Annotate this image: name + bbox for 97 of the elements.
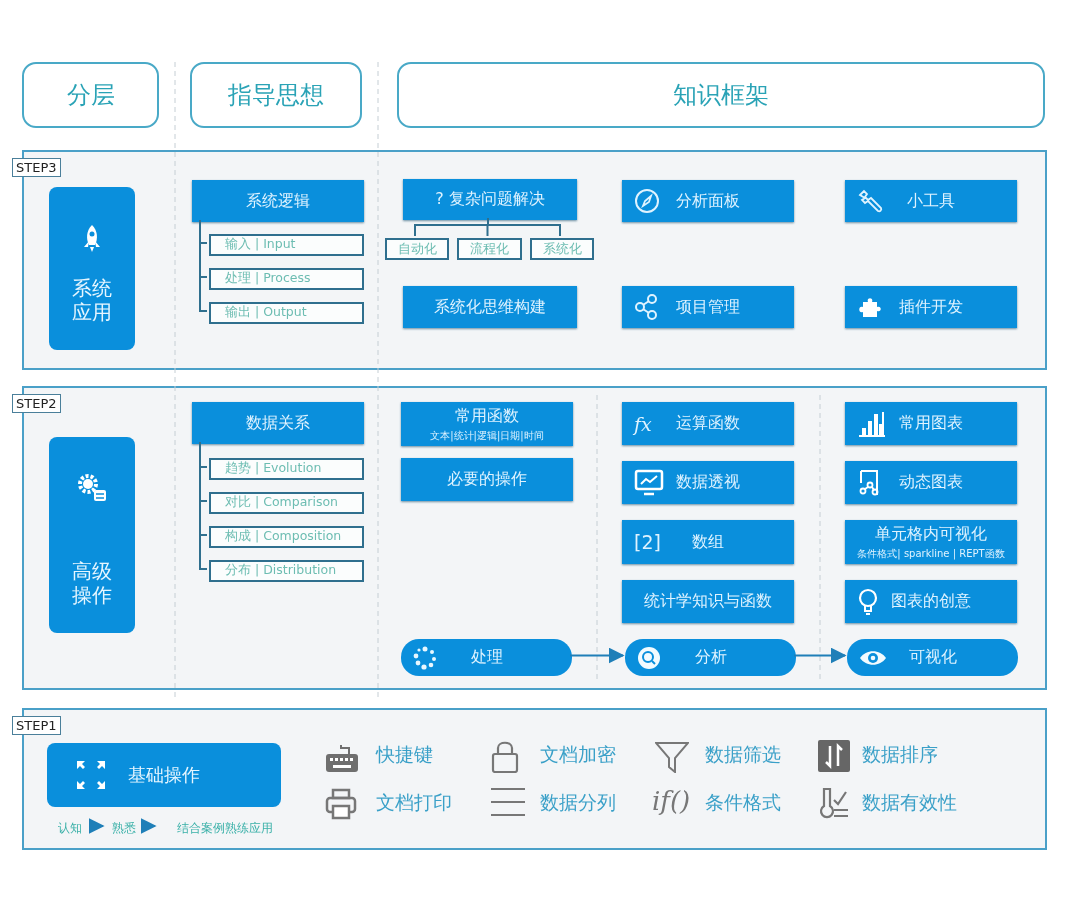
symbol-label: [2] <box>634 531 661 553</box>
topic-box <box>622 580 794 623</box>
column-header <box>22 62 159 128</box>
topic-box <box>845 286 1017 328</box>
stage-pill <box>847 639 1018 676</box>
stage-pill <box>625 639 796 676</box>
label-text: 自动化 <box>397 240 437 258</box>
label-text: 输入 | Input <box>225 236 296 253</box>
label-text: 必要的操作 <box>447 469 527 490</box>
topic-box <box>845 520 1017 564</box>
symbol-label: fx <box>634 412 652 435</box>
feature-label: 文档加密 <box>540 742 616 767</box>
label-text: 输出 | Output <box>225 304 307 321</box>
label-text: 处理 <box>470 647 503 668</box>
step-tag: STEP1 <box>12 716 61 735</box>
topic-box <box>622 180 794 222</box>
label-text: 小工具 <box>907 190 955 212</box>
subtitle-text: 数组 <box>692 531 724 553</box>
step-tag: STEP3 <box>12 158 61 177</box>
label-text: 处理 | Process <box>225 270 311 287</box>
label-text: 图表的创意 <box>891 591 971 612</box>
feature-label: 快捷键 <box>376 742 433 767</box>
label-text: ? 复杂问题解决 <box>435 189 545 210</box>
arrow <box>569 647 625 664</box>
label-text: 分析 <box>694 647 727 668</box>
label-text: 分析面板 <box>676 190 740 212</box>
label-text: 系统应用 <box>71 276 113 324</box>
subtopic-box <box>209 560 364 582</box>
formula-symbol: if() <box>652 786 691 816</box>
label-text: 数据关系 <box>246 412 310 434</box>
subtopic-box <box>209 302 364 324</box>
label-text: 对比 | Comparison <box>225 494 338 511</box>
label-text: 单元格内可视化 <box>875 523 987 545</box>
label-text: 分层 <box>66 80 115 111</box>
label-text: 动态图表 <box>899 472 963 493</box>
label-text: 数据透视 <box>676 472 740 493</box>
label-text: 结合案例熟练应用 <box>177 819 273 837</box>
topic-box <box>845 402 1017 445</box>
topic-box <box>401 402 573 446</box>
column-header <box>190 62 362 128</box>
label-text: 基础操作 <box>128 763 200 787</box>
feature-label: 条件格式 <box>705 790 781 815</box>
label-text: 系统化思维构建 <box>434 296 546 318</box>
topic-box <box>845 580 1017 623</box>
label-text: 可视化 <box>908 647 957 668</box>
level-card <box>49 437 135 633</box>
label-text: 流程化 <box>470 240 509 258</box>
label-text: 分布 | Distribution <box>225 562 337 579</box>
level-card <box>49 187 135 350</box>
feature-label: 数据分列 <box>540 790 616 815</box>
feature-label: 文档打印 <box>376 790 452 815</box>
subtopic-box <box>385 238 449 260</box>
label-text: 常用函数 <box>455 405 519 427</box>
topic-box <box>403 286 577 328</box>
topic-box <box>622 286 794 328</box>
topic-box <box>845 461 1017 504</box>
arrow <box>793 647 847 664</box>
topic-box <box>622 520 794 564</box>
label-text: 系统逻辑 <box>246 190 310 212</box>
feature-label: 数据筛选 <box>705 742 781 767</box>
stage-pill <box>401 639 572 676</box>
subtopic-box <box>457 238 522 260</box>
subtopic-box <box>209 458 364 480</box>
subtitle-text: 文本|统计|逻辑|日期|时间 <box>430 428 544 443</box>
step-tag: STEP2 <box>12 394 61 413</box>
subtopic-box <box>530 238 594 260</box>
topic-box <box>192 402 364 444</box>
topic-box <box>47 743 281 807</box>
label-text: 高级操作 <box>71 559 113 607</box>
label-text: 常用图表 <box>899 413 963 434</box>
label-text: 指导思想 <box>228 80 324 111</box>
topic-box <box>845 180 1017 222</box>
subtopic-box <box>209 526 364 548</box>
label-text: 插件开发 <box>899 296 963 318</box>
topic-box <box>192 180 364 222</box>
label-text: 认知 <box>58 819 82 837</box>
feature-label: 数据有效性 <box>862 790 957 815</box>
topic-box <box>622 402 794 445</box>
label-text: 项目管理 <box>676 296 740 318</box>
topic-box <box>401 458 573 501</box>
label-text: 统计学知识与函数 <box>644 591 772 612</box>
label-text: 构成 | Composition <box>225 528 342 545</box>
label-text: 趋势 | Evolution <box>225 460 322 477</box>
subtopic-box <box>209 268 364 290</box>
label-text: 熟悉 <box>112 819 136 837</box>
topic-box <box>403 179 577 220</box>
label-text: 知识框架 <box>673 80 769 111</box>
label-text: 系统化 <box>542 240 582 258</box>
topic-box <box>622 461 794 504</box>
feature-label: 数据排序 <box>862 742 938 767</box>
arrow <box>88 818 105 834</box>
arrow <box>140 818 157 834</box>
column-header <box>397 62 1045 128</box>
subtitle-text: 条件格式| sparkline | REPT函数 <box>857 546 1005 561</box>
subtitle-text: 运算函数 <box>676 413 740 434</box>
subtopic-box <box>209 234 364 256</box>
subtopic-box <box>209 492 364 514</box>
